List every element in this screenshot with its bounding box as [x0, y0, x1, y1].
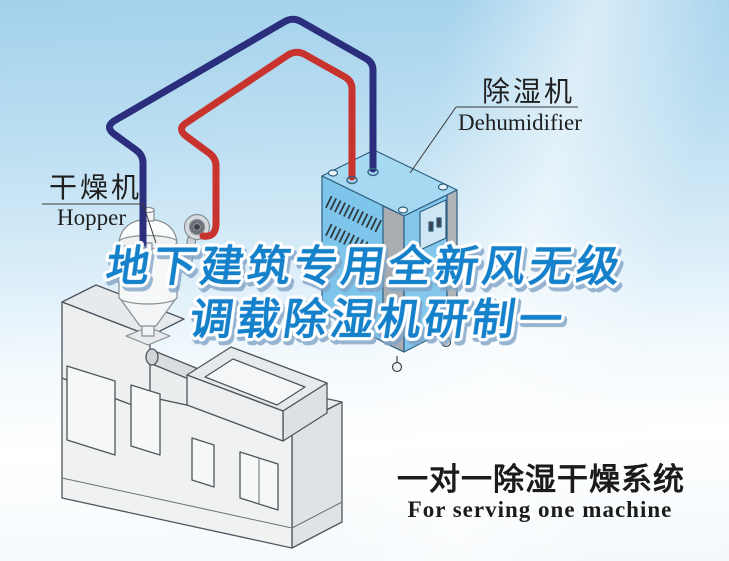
- hopper-label-leader-line: [142, 203, 157, 244]
- caption-group: 一对一除湿干燥系统 For serving one machine: [397, 462, 685, 522]
- title-line-2: 调载除湿机研制一: [187, 296, 570, 344]
- hopper-machine: [118, 206, 211, 346]
- hopper-label-en: Hopper: [57, 205, 126, 230]
- casters: [331, 324, 452, 373]
- extruder-door-panels: [66, 365, 279, 511]
- hopper-label-zh: 干燥机: [49, 172, 142, 203]
- return-pipe-red: [178, 48, 356, 240]
- hopper-label-group: 干燥机 Hopper: [42, 172, 157, 244]
- dehumidifier-label-en: Dehumidifier: [458, 110, 582, 135]
- dehumidifier-machine: [321, 149, 458, 373]
- dehumidifier-label-group: 除湿机 Dehumidifier: [409, 76, 582, 174]
- dehumidifier-label-zh: 除湿机: [482, 76, 575, 107]
- caption-en: For serving one machine: [408, 497, 673, 522]
- extruder-machine: [61, 284, 343, 549]
- pipes: [106, 15, 379, 255]
- title-line-1: 地下建筑专用全新风无级: [103, 242, 627, 291]
- main-title: 地下建筑专用全新风无级 调载除湿机研制一: [100, 239, 630, 347]
- supply-pipe-navy: [106, 15, 377, 255]
- dehumidifier-label-leader-line: [409, 106, 457, 174]
- caption-zh: 一对一除湿干燥系统: [397, 462, 685, 497]
- blower-fan: [181, 213, 211, 273]
